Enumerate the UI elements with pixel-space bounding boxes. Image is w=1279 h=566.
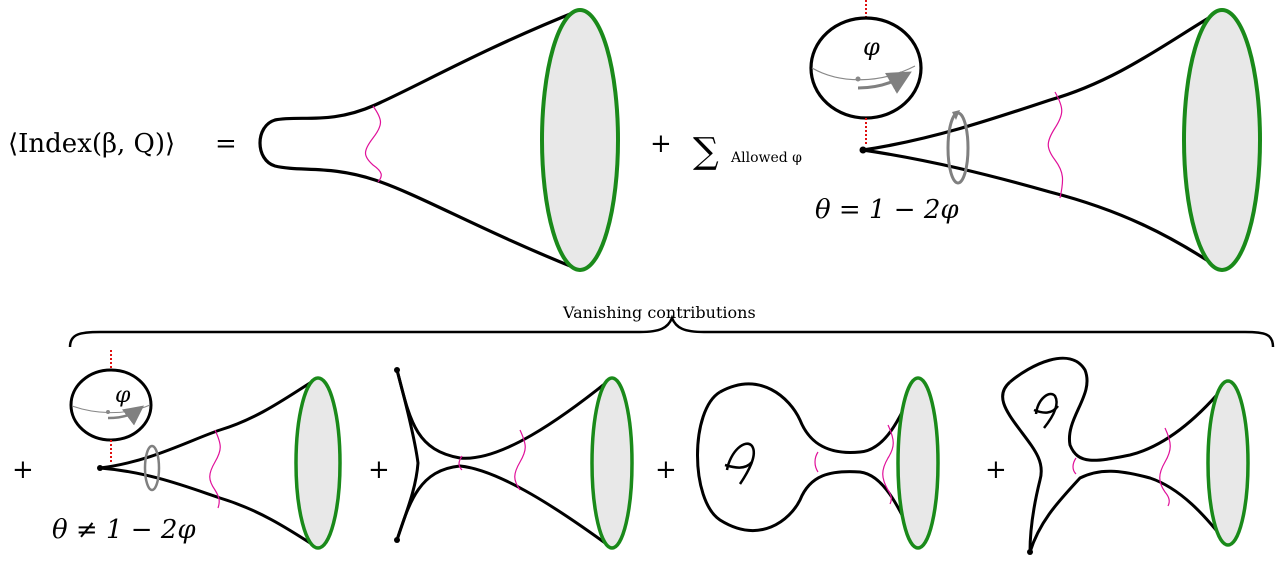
brace-label: Vanishing contributions bbox=[562, 303, 756, 322]
sum-symbol: ∑ bbox=[693, 131, 719, 172]
handle-cusp-geometry bbox=[1001, 356, 1250, 555]
lhs-expression: ⟨Index(β, Q)⟩ bbox=[8, 129, 175, 159]
plus-sign-b1: + bbox=[12, 455, 34, 485]
wavy-line bbox=[364, 105, 382, 183]
handle-icon bbox=[1033, 392, 1059, 429]
curly-brace bbox=[68, 314, 1275, 348]
wavy-line bbox=[1047, 91, 1064, 199]
plus-sign-b2: + bbox=[368, 455, 390, 485]
cone-geometry-forbidden: φ bbox=[69, 350, 342, 550]
phi-label: φ bbox=[863, 33, 880, 61]
handle-icon bbox=[724, 442, 756, 485]
plus-sign-b3: + bbox=[655, 455, 677, 485]
rotation-arrow-icon bbox=[857, 71, 912, 94]
theta-allowed-label: θ = 1 − 2φ bbox=[815, 195, 959, 225]
boundary-circle bbox=[540, 8, 620, 272]
theta-forbidden-label: θ ≠ 1 − 2φ bbox=[52, 515, 196, 545]
sum-subscript: Allowed φ bbox=[730, 150, 802, 166]
bulb-sphere-icon bbox=[69, 368, 153, 442]
cone-geometry-allowed: φ bbox=[809, 0, 1262, 272]
phi-label-b1: φ bbox=[115, 383, 131, 408]
plus-sign-b4: + bbox=[985, 455, 1007, 485]
rotation-ring-icon bbox=[946, 111, 970, 185]
handle-geometry bbox=[696, 376, 940, 550]
plus-sign: + bbox=[650, 129, 672, 159]
equals-sign: = bbox=[215, 129, 237, 159]
disk-geometry bbox=[258, 8, 620, 272]
boundary-circle bbox=[1182, 8, 1262, 272]
two-cusp-geometry bbox=[394, 367, 634, 550]
